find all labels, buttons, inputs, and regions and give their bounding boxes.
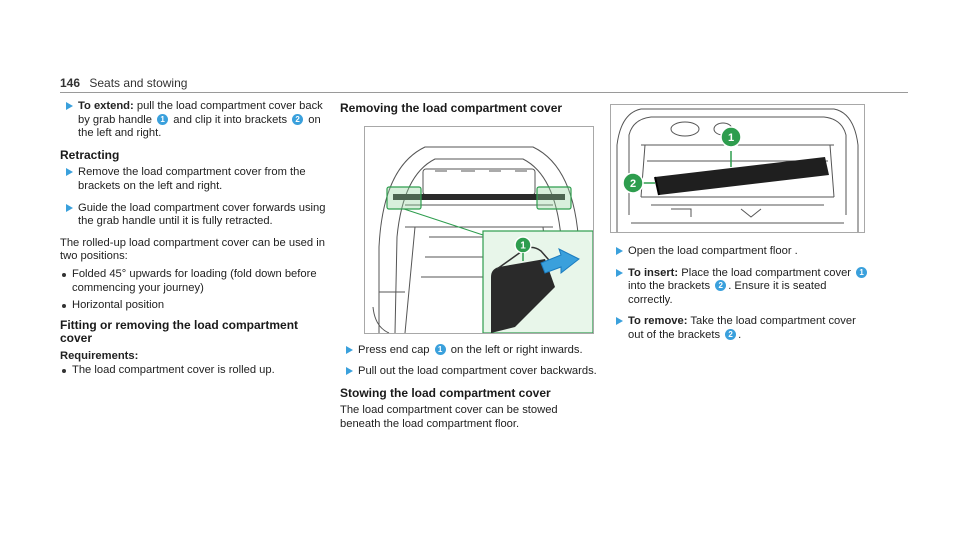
page-header: 146 Seats and stowing: [60, 76, 187, 90]
retracting-heading: Retracting: [60, 147, 120, 162]
section-title: Seats and stowing: [89, 76, 188, 90]
step-arrow-icon: [616, 317, 623, 326]
column-middle: Removing the load compartment cover 1 Pr…: [340, 100, 600, 436]
stowing-heading: Stowing the load compartment cover: [340, 385, 551, 400]
step-insert: To insert: Place the load compartment co…: [610, 266, 870, 308]
positions-list: Folded 45° upwards for loading (fold dow…: [60, 268, 330, 313]
extend-text-c: on the left and right.: [78, 113, 321, 140]
remove-label: To remove:: [628, 315, 688, 328]
callout-2: 2: [292, 113, 304, 125]
removing-heading: Removing the load compartment cover: [340, 101, 563, 115]
figure-underfloor: 1 2: [610, 104, 865, 233]
step-arrow-icon: [346, 367, 353, 376]
step-arrow-icon: [616, 268, 623, 277]
insert-label: To insert:: [628, 266, 679, 279]
retract-step1-text: Remove the load compartment cover from t…: [78, 166, 306, 192]
step-remove: To remove: Take the load compartment cov…: [610, 315, 870, 342]
callout-1: 1: [856, 266, 868, 278]
step-open-floor: Open the load compartment floor .: [610, 245, 870, 259]
press-text-b: on the left or right inwards.: [447, 343, 583, 356]
step-arrow-icon: [66, 203, 73, 212]
list-item: The load compartment cover is rolled up.: [60, 364, 330, 378]
rolled-text: The rolled-up load compartment cover can…: [60, 236, 325, 263]
step-pull-out: Pull out the load compartment cover back…: [340, 365, 600, 379]
step-press-cap: Press end cap 1 on the left or right inw…: [340, 343, 600, 358]
callout-2: 2: [715, 280, 727, 292]
insert-text-c: . Ensure it is seated correctly.: [628, 280, 827, 306]
step-arrow-icon: [66, 102, 73, 110]
step-arrow-icon: [346, 345, 353, 354]
open-floor-text: Open the load compartment floor .: [628, 245, 798, 257]
extend-text-b: and clip it into brackets: [170, 113, 291, 126]
column-right: 1 2 Open the load compartment floor . To…: [610, 100, 870, 351]
page-number: 146: [60, 76, 81, 90]
stowing-text: The load compartment cover can be stowed…: [340, 404, 558, 430]
remove-text-a: Take the load compartment cover out of t…: [628, 315, 856, 341]
list-item: Folded 45° upwards for loading (fold dow…: [60, 268, 330, 295]
figure-callout-2: 2: [630, 178, 636, 190]
header-rule: [60, 92, 908, 93]
press-text-a: Press end cap: [358, 343, 433, 356]
step-extend: To extend: pull the load compartment cov…: [60, 100, 330, 141]
step-arrow-icon: [616, 247, 623, 255]
figure-callout-1: 1: [520, 240, 526, 251]
callout-1: 1: [157, 113, 169, 125]
retract-step2-text: Guide the load compartment cover forward…: [78, 201, 326, 228]
remove-text-b: .: [738, 328, 742, 341]
requirements-label: Requirements:: [60, 349, 139, 362]
fitting-heading: Fitting or removing the load compartment…: [60, 317, 299, 346]
extend-label: To extend:: [78, 100, 134, 112]
callout-1: 1: [434, 343, 446, 355]
step-arrow-icon: [66, 168, 73, 177]
requirements-list: The load compartment cover is rolled up.: [60, 364, 330, 378]
step-retract-2: Guide the load compartment cover forward…: [60, 202, 330, 229]
pull-out-text: Pull out the load compartment cover back…: [358, 365, 597, 378]
insert-text-b: into the brackets: [628, 280, 714, 293]
callout-2: 2: [725, 328, 737, 340]
figure-cargo-area: 1: [364, 125, 594, 334]
figure-callout-1: 1: [728, 132, 734, 144]
extend-text-a: pull the load compartment cover back by …: [78, 100, 323, 126]
list-item: Horizontal position: [60, 299, 330, 313]
step-retract-1: Remove the load compartment cover from t…: [60, 166, 330, 193]
column-left: To extend: pull the load compartment cov…: [60, 100, 330, 383]
insert-text-a: Place the load compartment cover: [678, 266, 855, 279]
